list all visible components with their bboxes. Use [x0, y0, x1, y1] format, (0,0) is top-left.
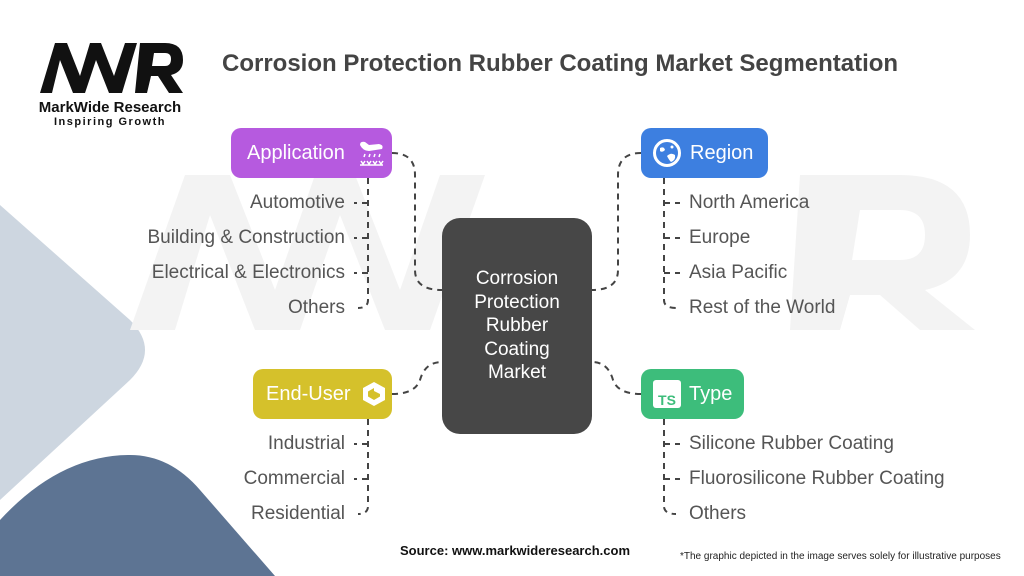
disclaimer-note: *The graphic depicted in the image serve… [680, 551, 1001, 562]
hexagon-icon [363, 382, 386, 406]
logo: MarkWide Research Inspiring Growth [30, 38, 190, 128]
segment-region: Region [641, 128, 768, 178]
end-user-tree [354, 419, 369, 515]
watermark-shape [130, 175, 975, 330]
connector-type [591, 361, 642, 395]
list-item: Fluorosilicone Rubber Coating [689, 468, 945, 489]
logo-name: MarkWide Research [38, 99, 182, 116]
center-label: Corrosion Protection Rubber Coating Mark… [474, 268, 560, 384]
page-title: Corrosion Protection Rubber Coating Mark… [222, 50, 899, 77]
list-item: Silicone Rubber Coating [689, 433, 894, 454]
list-item: Europe [689, 227, 751, 248]
region-tree [663, 178, 680, 309]
crop-dusting-icon [359, 141, 384, 166]
segment-label: Type [689, 382, 733, 405]
center-node: Corrosion Protection Rubber Coating Mark… [442, 218, 592, 434]
list-item: Building & Construction [147, 227, 346, 248]
globe-icon [653, 139, 681, 167]
ts-icon: TS [653, 380, 681, 408]
segment-end-user: End-User [253, 369, 392, 419]
list-item: North America [689, 192, 810, 213]
list-item: Industrial [267, 433, 345, 454]
left-dark-shape [0, 455, 275, 576]
list-item: Residential [251, 503, 345, 524]
left-light-shape [0, 205, 145, 500]
list-item: Others [287, 297, 345, 318]
list-item: Electrical & Electronics [151, 262, 345, 283]
segment-type: TS Type [641, 369, 744, 419]
list-item: Rest of the World [689, 297, 836, 318]
logo-mark [40, 43, 183, 93]
connector-region [591, 152, 642, 291]
segment-label: Region [690, 141, 754, 164]
logo-tagline: Inspiring Growth [54, 116, 166, 128]
list-item: Commercial [243, 468, 345, 489]
connector-end-user [391, 361, 443, 395]
segment-application: Application [231, 128, 392, 178]
list-item: Asia Pacific [689, 262, 788, 283]
list-item: Automotive [249, 192, 345, 213]
segment-label: End-User [266, 382, 351, 405]
connector-application [391, 152, 443, 291]
list-item: Others [689, 503, 747, 524]
type-tree [663, 419, 680, 515]
segment-label: Application [247, 141, 345, 164]
source-text: Source: www.markwideresearch.com [400, 543, 631, 558]
